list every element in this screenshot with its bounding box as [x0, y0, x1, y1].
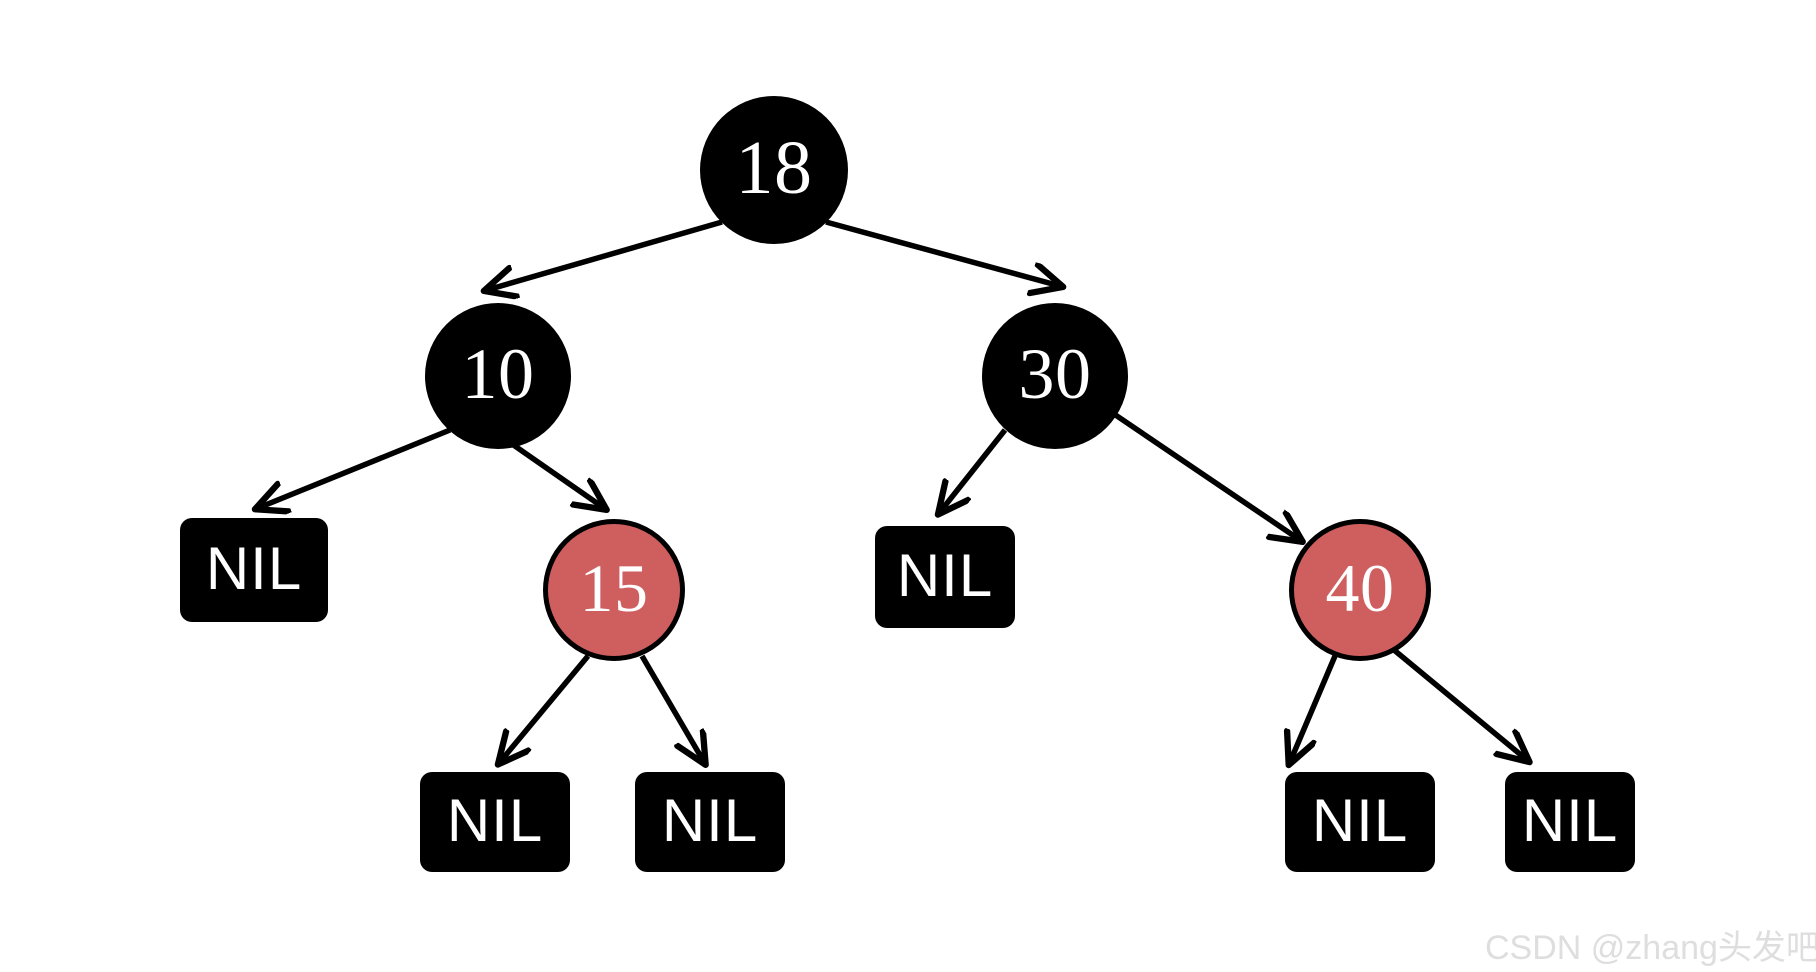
nil-leaf-label: NIL [1521, 787, 1619, 854]
nil-leaf-label: NIL [661, 787, 759, 854]
tree-node-label: 18 [735, 126, 813, 210]
tree-edge-n18-n30 [825, 219, 1060, 286]
nil-leaf-label: NIL [896, 542, 994, 609]
tree-node-30[interactable]: 30 [982, 303, 1128, 449]
nil-leaf-label: NIL [1311, 787, 1409, 854]
tree-edge-n15-nil3 [500, 654, 591, 762]
tree-edge-n10-nil1 [258, 427, 452, 508]
nil-leaf-nil2[interactable]: NIL [875, 526, 1015, 628]
watermark-text: CSDN @zhang头发吧 [1485, 929, 1816, 967]
tree-edge-n15-nil4 [639, 654, 704, 762]
tree-edge-n30-n40 [1112, 411, 1300, 540]
nil-leaf-nil4[interactable]: NIL [635, 772, 785, 872]
tree-node-label: 40 [1325, 550, 1395, 626]
nil-leaf-label: NIL [446, 787, 544, 854]
tree-edge-n18-n10 [487, 219, 723, 290]
nil-leaf-label: NIL [205, 535, 303, 602]
nil-leaf-nil1[interactable]: NIL [180, 518, 328, 622]
nil-leaf-nil3[interactable]: NIL [420, 772, 570, 872]
tree-node-label: 15 [579, 550, 649, 626]
tree-node-10[interactable]: 10 [425, 303, 571, 449]
tree-node-label: 30 [1018, 334, 1092, 414]
tree-edge-n10-n15 [510, 441, 604, 508]
tree-node-15[interactable]: 15 [543, 519, 685, 661]
nil-leaf-nil6[interactable]: NIL [1505, 772, 1635, 872]
tree-edge-n40-nil6 [1392, 647, 1527, 760]
tree-node-40[interactable]: 40 [1289, 519, 1431, 661]
tree-node-18[interactable]: 18 [700, 96, 848, 244]
nil-leaf-nil5[interactable]: NIL [1285, 772, 1435, 872]
tree-node-label: 10 [461, 334, 535, 414]
tree-edge-n40-nil5 [1290, 654, 1338, 762]
tree-edge-n30-nil2 [940, 428, 1008, 512]
